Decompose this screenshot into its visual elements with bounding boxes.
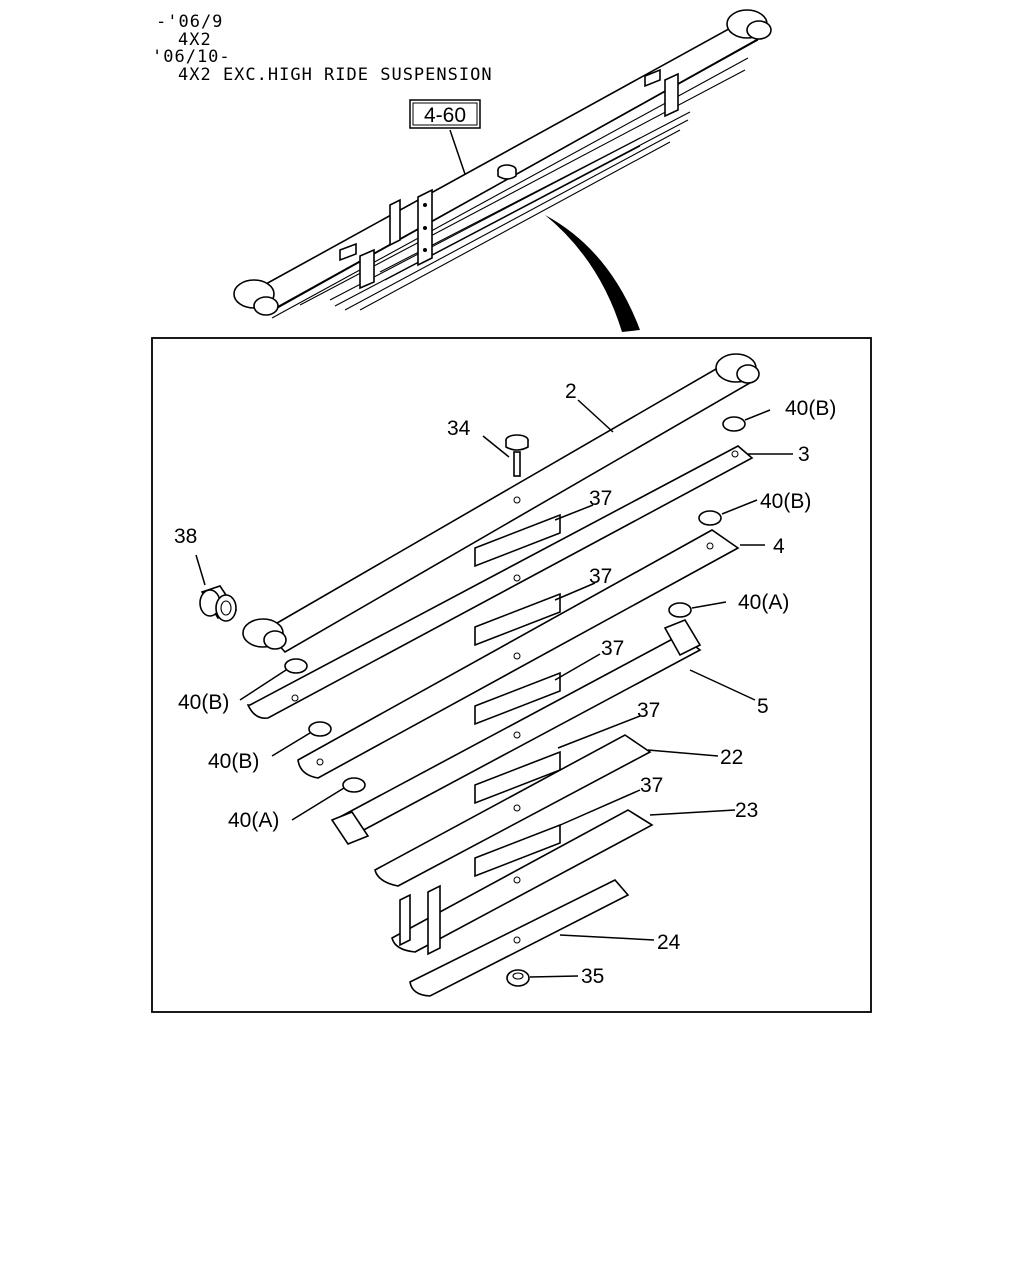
leaf-23[interactable] [391,809,654,956]
liner-37-3[interactable] [474,671,561,726]
callout-37-3: 37 [601,637,624,660]
callout-22: 22 [720,746,743,769]
leaf-3[interactable] [246,445,754,720]
nut-35[interactable] [506,969,530,987]
liner-37-2[interactable] [474,592,561,647]
washer-40a-1[interactable] [668,602,692,618]
washer-40a-2[interactable] [342,777,366,793]
callout-labels: 2 3 4 5 22 23 24 34 35 38 37 37 37 37 37… [174,380,836,988]
header-line-2: 4X2 [178,30,212,50]
callout-37-2: 37 [589,565,612,588]
liner-37-4[interactable] [474,750,561,805]
leaf-24[interactable] [409,879,630,997]
leaf-22[interactable] [374,734,652,887]
header-line-3: '06/10- [152,47,231,67]
callout-40a-1: 40(A) [738,591,789,614]
callout-38: 38 [174,525,197,548]
callout-37-5: 37 [640,774,663,797]
leaf-5[interactable] [330,619,702,845]
leaf-4[interactable] [297,529,740,779]
callout-2: 2 [565,380,577,403]
callout-40b-3: 40(B) [178,691,229,714]
detail-arrow [545,215,640,332]
callout-35: 35 [581,965,604,988]
bushing-38[interactable] [199,585,238,622]
detail-frame [151,337,872,1013]
washer-40b-1[interactable] [722,416,746,432]
liner-37-1[interactable] [474,513,561,568]
liner-37-5[interactable] [474,823,561,878]
callout-5: 5 [757,695,769,718]
leader-lines [195,399,793,978]
header-line-4: 4X2 EXC.HIGH RIDE SUSPENSION [178,65,493,85]
assembled-leaf-spring [233,9,772,319]
callout-40b-1: 40(B) [785,397,836,420]
callout-4: 4 [773,535,785,558]
callout-23: 23 [735,799,758,822]
center-bolt-34[interactable] [505,434,529,477]
callout-3: 3 [798,443,810,466]
callout-37-4: 37 [637,699,660,722]
applicability-header: -'06/9 4X2 '06/10- 4X2 EXC.HIGH RIDE SUS… [152,12,493,85]
callout-37-1: 37 [589,487,612,510]
callout-40b-4: 40(B) [208,750,259,773]
washer-40b-3[interactable] [284,658,308,674]
callout-34: 34 [447,417,471,440]
washer-40b-2[interactable] [698,510,722,526]
callout-24: 24 [657,931,681,954]
washer-40b-4[interactable] [308,721,332,737]
reference-box[interactable]: 4-60 [409,99,481,129]
leaf-2[interactable] [242,353,760,654]
reference-label: 4-60 [424,104,466,127]
callout-40b-2: 40(B) [760,490,811,513]
callout-40a-2: 40(A) [228,809,279,832]
header-line-1: -'06/9 [156,12,223,32]
